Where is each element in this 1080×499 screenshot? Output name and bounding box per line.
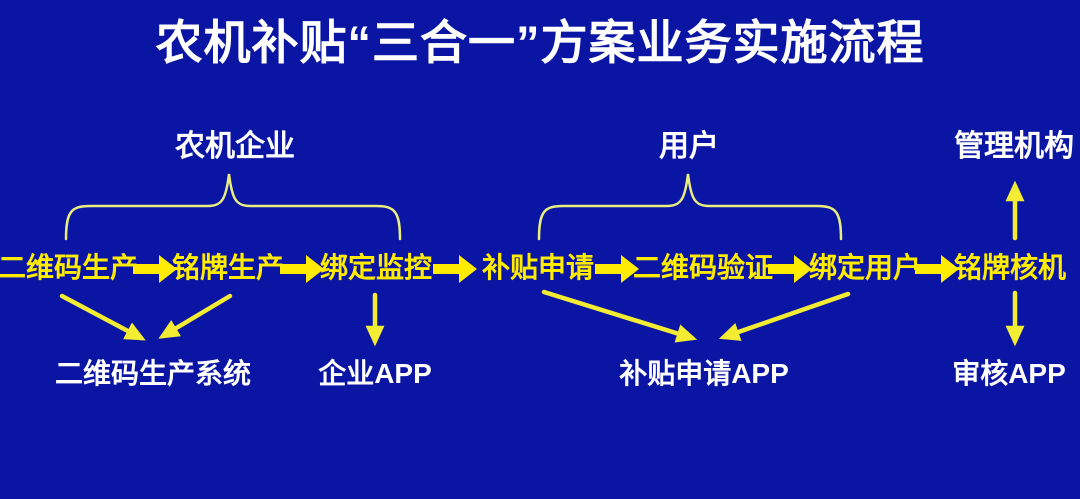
flow-step-qr-code-verification: 二维码验证	[632, 252, 774, 283]
arrow-qr-production-to-system-icon	[59, 293, 146, 341]
flow-arrow-3-icon	[433, 255, 477, 283]
flow-arrow-2-icon	[280, 255, 324, 283]
arrow-application-to-subsidy-app-icon	[541, 289, 698, 343]
group-label-admin-authority: 管理机构	[954, 130, 1074, 163]
flow-step-nameplate-check: 铭牌核机	[953, 252, 1067, 283]
brace-user-group	[537, 173, 843, 241]
flow-step-binding-monitoring: 绑定监控	[319, 252, 433, 283]
flow-step-nameplate-production: 铭牌生产	[171, 252, 285, 283]
brace-enterprise-group	[64, 173, 402, 241]
flow-step-bind-user: 绑定用户	[808, 252, 922, 283]
slide-title: 农机补贴“三合一”方案业务实施流程	[155, 16, 925, 69]
flow-arrow-1-icon	[133, 255, 177, 283]
group-label-user: 用户	[659, 130, 719, 163]
group-label-agri-machinery-enterprise: 农机企业	[175, 130, 295, 163]
arrow-nameplate-to-system-icon	[158, 293, 233, 339]
system-label-qr-production-system: 二维码生产系统	[54, 358, 252, 389]
system-label-enterprise-app: 企业APP	[318, 358, 432, 389]
flow-arrow-4-icon	[595, 255, 639, 283]
system-label-subsidy-app: 补贴申请APP	[619, 358, 789, 389]
flow-step-subsidy-application: 补贴申请	[481, 252, 595, 283]
arrow-binduser-to-subsidy-app-icon	[718, 291, 851, 341]
flow-arrow-5-icon	[768, 255, 812, 283]
flow-arrow-6-icon	[915, 255, 959, 283]
system-label-audit-app: 审核APP	[952, 358, 1066, 389]
flow-step-qr-code-production: 二维码生产	[0, 252, 139, 283]
